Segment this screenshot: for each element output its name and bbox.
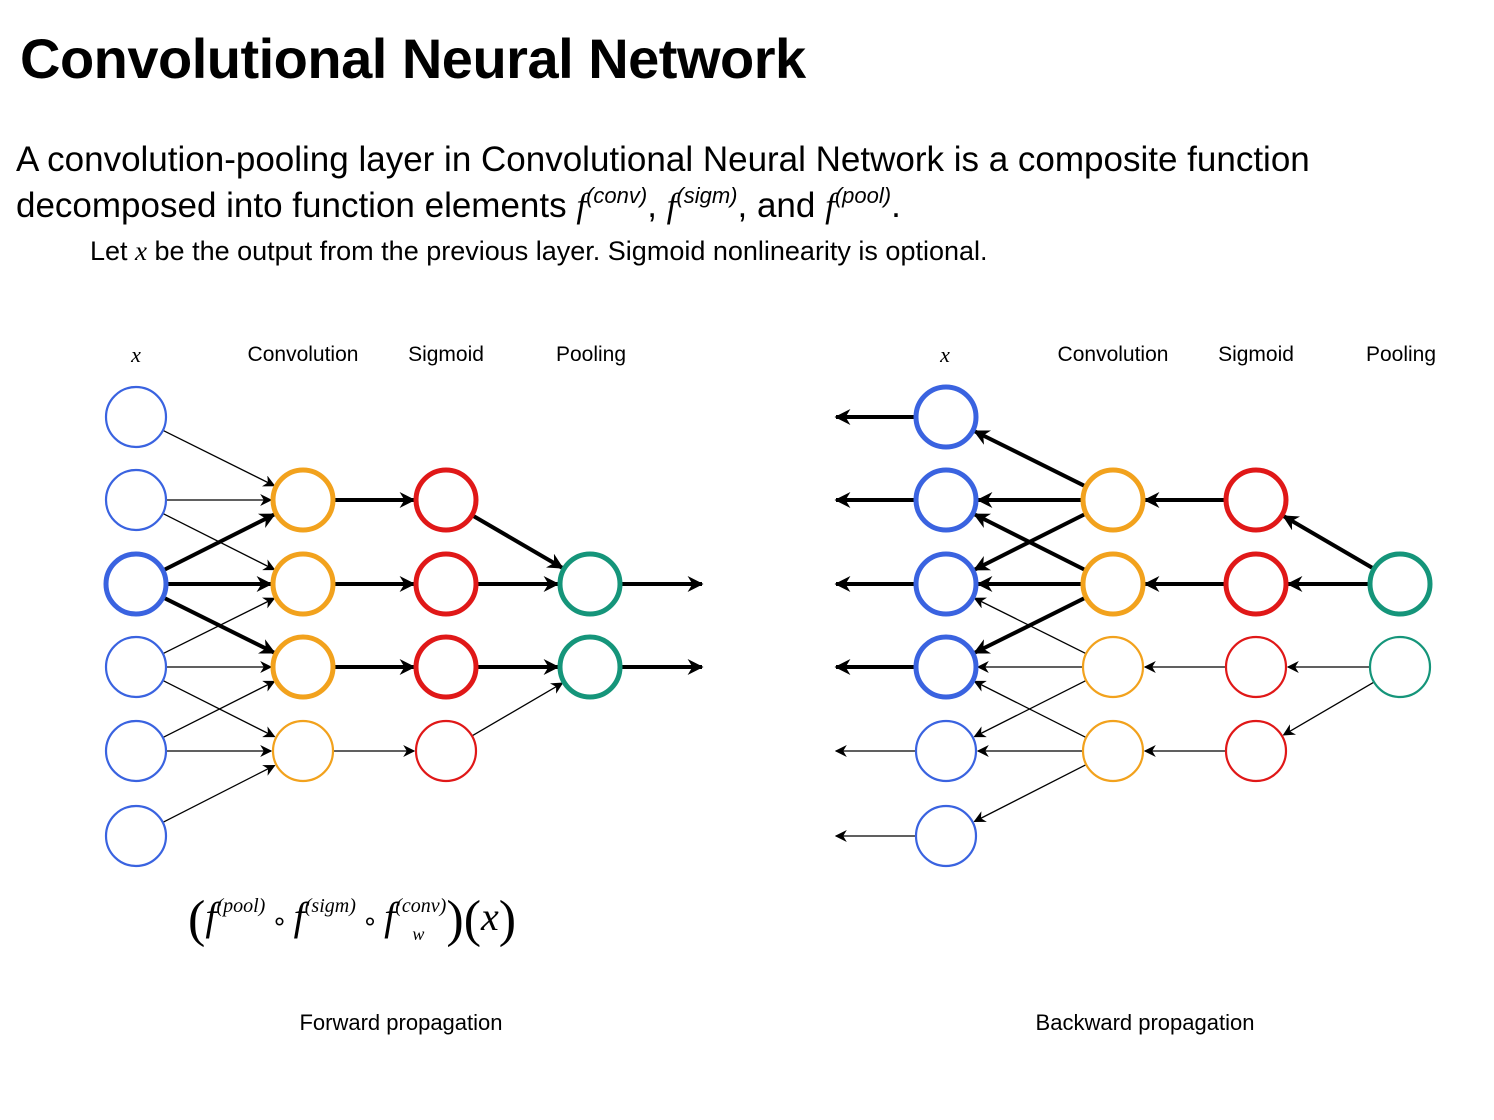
f-pool-symbol: f [825, 186, 835, 225]
backward-x-node [913, 551, 979, 617]
nodes [103, 384, 1433, 868]
pool-sup: (pool) [216, 895, 266, 917]
note-suffix: be the output from the previous layer. S… [147, 236, 988, 266]
backward-label-sigmoid: Sigmoid [1218, 343, 1294, 366]
paren-open-arg: ( [463, 891, 482, 948]
slide-title: Convolutional Neural Network [20, 27, 806, 90]
forward-edge-x-conv [162, 764, 276, 823]
forward-edge-x-conv [162, 512, 276, 571]
backward-x-node [914, 719, 978, 783]
backward-sigm-node [1223, 551, 1289, 617]
forward-conv-node [270, 551, 336, 617]
forward-label-sigmoid: Sigmoid [408, 343, 484, 366]
f-conv: f [384, 894, 396, 939]
backward-label-convolution: Convolution [1058, 343, 1169, 366]
note-var: x [135, 236, 148, 266]
backward-edge-conv-x [973, 429, 1088, 489]
forward-label-pooling: Pooling [556, 343, 626, 366]
forward-edge-x-conv [161, 512, 276, 573]
backward-edge-conv-x [973, 512, 1088, 573]
backward-label-x: x [939, 342, 950, 367]
forward-x-node [104, 468, 168, 532]
forward-pool-node [557, 634, 623, 700]
forward-conv-node [270, 634, 336, 700]
forward-caption: Forward propagation [299, 1010, 502, 1035]
backward-edge-pool-sigm [1282, 681, 1375, 736]
forward-x-node [104, 635, 168, 699]
f-pool-sup: (pool) [834, 183, 892, 208]
description-text: A convolution-pooling layer in Convoluti… [16, 140, 1310, 225]
backward-pool-node [1367, 551, 1433, 617]
backward-edge-conv-x [973, 679, 1087, 738]
forward-sigm-node [413, 634, 479, 700]
sigm-sup: (sigm) [304, 895, 356, 917]
backward-conv-node [1080, 467, 1146, 533]
forward-edge-x-conv [162, 429, 276, 487]
forward-edges [161, 429, 704, 823]
forward-x-node [104, 385, 168, 449]
forward-sigm-node [413, 467, 479, 533]
forward-x-node [104, 804, 168, 868]
backward-edge-conv-x [973, 595, 1088, 655]
forward-conv-node [271, 719, 335, 783]
description: A convolution-pooling layer in Convoluti… [16, 137, 1486, 229]
backward-pool-node [1368, 635, 1432, 699]
note: Let x be the output from the previous la… [90, 236, 988, 267]
conv-sup: (conv) [395, 895, 447, 917]
paren-open: ( [188, 891, 206, 948]
f-sigm: f [293, 894, 305, 939]
f-sigm-symbol: f [666, 186, 677, 225]
forward-edge-x-conv [162, 679, 276, 738]
f-conv-sup: (conv) [586, 183, 648, 208]
w-sub: w [412, 924, 425, 944]
paren-close: ) [446, 891, 464, 948]
forward-sigm-node [414, 719, 478, 783]
separator: , and [737, 186, 826, 225]
backward-conv-node [1080, 551, 1146, 617]
backward-caption: Backward propagation [1036, 1010, 1255, 1035]
paren-close-arg: ) [498, 891, 517, 948]
backward-edge-pool-sigm [1282, 514, 1376, 571]
forward-conv-node [270, 467, 336, 533]
forward-edge-x-conv [161, 595, 276, 655]
backward-edge-conv-x [973, 597, 1087, 655]
separator: , [647, 186, 667, 225]
backward-sigm-node [1224, 635, 1288, 699]
forward-x-node [103, 551, 169, 617]
f-sigm-sup: (sigm) [676, 183, 738, 208]
forward-x-node [104, 719, 168, 783]
backward-sigm-node [1223, 467, 1289, 533]
backward-x-node [913, 467, 979, 533]
forward-edge-sigm-pool [470, 513, 564, 570]
backward-x-node [913, 634, 979, 700]
composition-formula: (f(pool)∘f(sigm)∘f(conv)w)(x) [188, 890, 516, 949]
forward-pool-node [557, 551, 623, 617]
backward-sigm-node [1224, 719, 1288, 783]
backward-x-node [913, 384, 979, 450]
forward-label-convolution: Convolution [248, 343, 359, 366]
backward-edge-conv-x [973, 680, 1087, 739]
backward-edges [834, 409, 1376, 842]
compose-op: ∘ [271, 907, 288, 936]
forward-label-x: x [130, 342, 141, 367]
compose-op: ∘ [361, 907, 379, 936]
backward-edge-conv-x [973, 764, 1087, 823]
f-pool: f [205, 894, 217, 939]
arg-x: x [481, 894, 499, 939]
f-conv-symbol: f [576, 186, 587, 225]
backward-conv-node [1081, 719, 1145, 783]
forward-edge-sigm-pool [471, 682, 564, 737]
note-prefix: Let [90, 236, 136, 266]
backward-label-pooling: Pooling [1366, 343, 1436, 366]
forward-sigm-node [413, 551, 479, 617]
forward-edge-x-conv [162, 680, 276, 739]
backward-conv-node [1081, 635, 1145, 699]
backward-x-node [914, 804, 978, 868]
period: . [891, 186, 901, 225]
